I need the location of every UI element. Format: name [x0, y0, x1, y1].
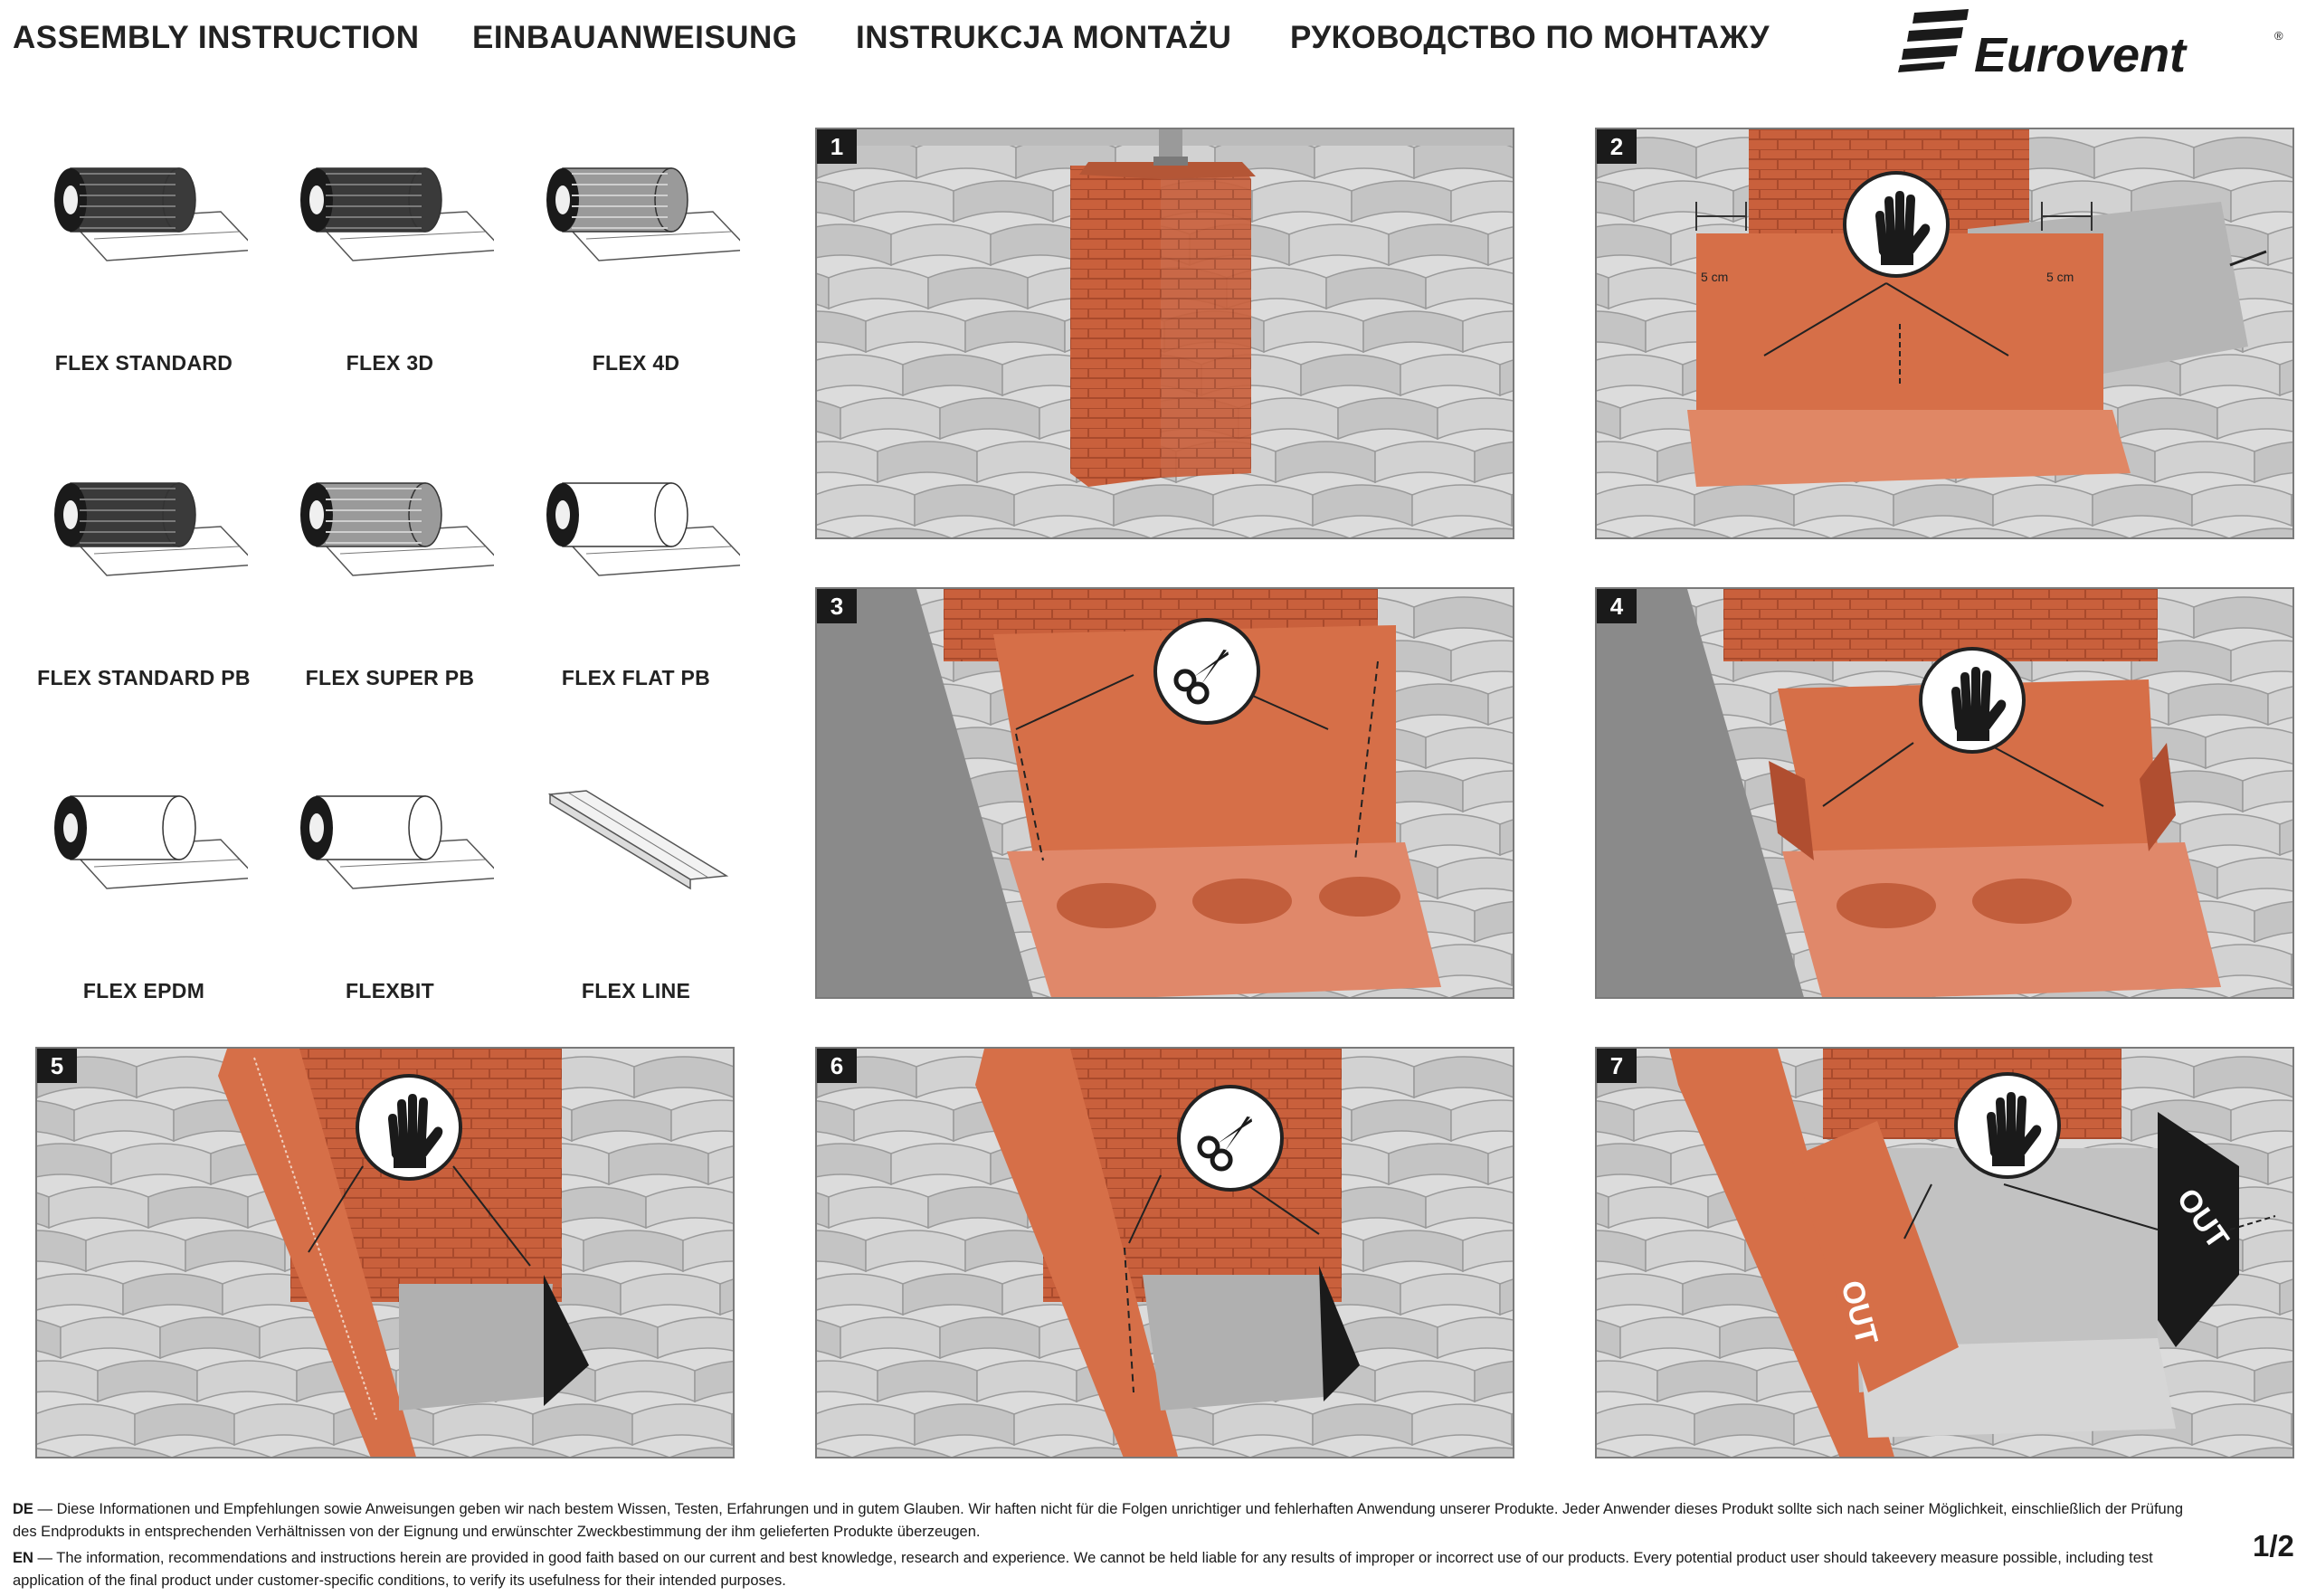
product-label: FLEX STANDARD PB [37, 666, 251, 689]
product-item: FLEX 4D [514, 148, 758, 420]
product-roll-icon [546, 167, 740, 261]
product-roll-icon [54, 482, 248, 576]
product-item: FLEXBIT [268, 776, 512, 1048]
product-roll-icon [546, 482, 740, 576]
product-roll-icon [300, 167, 494, 261]
glove-icon [388, 1094, 443, 1168]
side-flashing-illustration [37, 1049, 733, 1457]
product-roll-icon [300, 482, 494, 576]
title-ru: РУКОВОДСТВО ПО МОНТАЖУ [1290, 20, 1770, 55]
product-item: FLEX EPDM [22, 776, 266, 1048]
product-label: FLEX EPDM [82, 979, 205, 1002]
release-film-illustration: OUT OUT [1597, 1049, 2292, 1457]
scissors-icon [1173, 649, 1229, 705]
glove-icon [1987, 1092, 2042, 1166]
product-item: FLEX 3D [268, 148, 512, 420]
product-label: FLEX SUPER PB [305, 666, 475, 689]
scissors-badge [1177, 1085, 1284, 1192]
scissors-icon [1197, 1116, 1253, 1172]
step-panel-1: 1 [815, 128, 1514, 539]
step-panel-7: OUT OUT 7 [1595, 1047, 2294, 1458]
product-item: FLEX SUPER PB [268, 463, 512, 735]
measure-left-label: 5 cm [1701, 270, 1728, 284]
title-de: EINBAUANWEISUNG [472, 20, 798, 55]
glove-badge [1954, 1072, 2061, 1179]
header: ASSEMBLY INSTRUCTION EINBAUANWEISUNG INS… [0, 0, 2316, 100]
step-number: 1 [817, 129, 857, 164]
disclaimer: DE — Diese Informationen und Empfehlunge… [13, 1498, 2202, 1596]
scissors-badge [1153, 618, 1260, 725]
disclaimer-de: DE — Diese Informationen und Empfehlunge… [13, 1501, 2184, 1540]
step-number: 3 [817, 589, 857, 623]
disclaimer-en: EN — The information, recommendations an… [13, 1550, 2153, 1589]
brand-logo: Eurovent ® [1898, 5, 2296, 83]
product-item: FLEX STANDARD PB [22, 463, 266, 735]
chimney-on-roof-illustration [817, 129, 1513, 537]
product-profile-icon [547, 790, 729, 890]
step-number: 5 [37, 1049, 77, 1083]
step-number: 2 [1597, 129, 1637, 164]
product-roll-icon [54, 167, 248, 261]
page-number: 1/2 [2253, 1529, 2294, 1563]
step-panel-3: 3 [815, 587, 1514, 999]
glove-icon [1951, 667, 2007, 741]
glove-icon [1875, 191, 1931, 265]
step-number: 4 [1597, 589, 1637, 623]
step-panel-5: 5 [35, 1047, 735, 1458]
registered-mark: ® [2274, 29, 2283, 43]
product-item: FLEX LINE [514, 776, 758, 1048]
glove-badge [1843, 171, 1950, 278]
product-item: FLEX STANDARD [22, 148, 266, 420]
product-label: FLEX 4D [592, 351, 680, 375]
product-item: FLEX FLAT PB [514, 463, 758, 735]
product-roll-icon [300, 795, 494, 889]
step-panel-2: 5 cm 5 cm 2 [1595, 128, 2294, 539]
product-label: FLEXBIT [346, 979, 434, 1002]
title-en: ASSEMBLY INSTRUCTION [13, 20, 420, 55]
step-panel-6: 6 [815, 1047, 1514, 1458]
glove-badge [1919, 647, 2026, 754]
step-number: 6 [817, 1049, 857, 1083]
title-pl: INSTRUKCJA MONTAŻU [856, 20, 1232, 55]
brand-name: Eurovent [1974, 28, 2187, 82]
step-panel-4: 4 [1595, 587, 2294, 999]
product-label: FLEX FLAT PB [561, 666, 711, 689]
product-roll-icon [54, 795, 248, 889]
product-label: FLEX STANDARD [54, 351, 233, 375]
measure-right-label: 5 cm [2046, 270, 2074, 284]
trim-side-flashing-illustration [817, 1049, 1513, 1457]
logo-mark-icon [1898, 9, 1969, 72]
product-label: FLEX LINE [581, 979, 691, 1002]
step-number: 7 [1597, 1049, 1637, 1083]
product-label: FLEX 3D [346, 351, 434, 375]
glove-badge [356, 1074, 462, 1181]
